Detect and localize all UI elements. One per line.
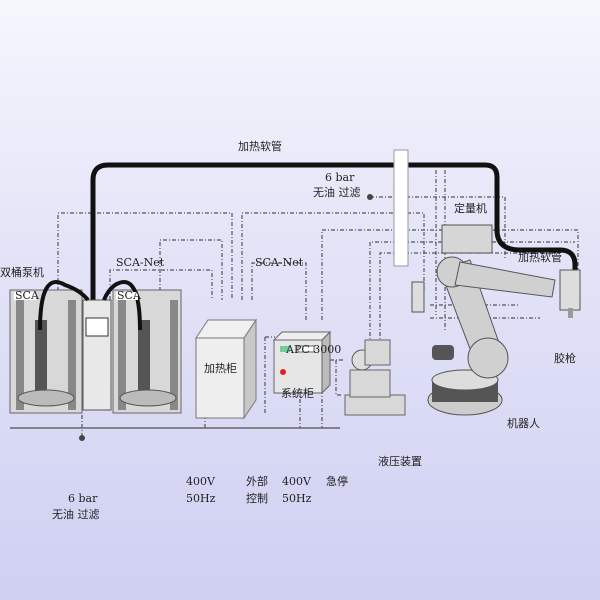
air-filter-icon [367,194,373,200]
label-heating-cabinet: 加热柜 [204,362,237,375]
label-air-top-pressure: 6 bar [325,171,355,184]
doser-unit [441,224,493,254]
pump-logo-right: SCA [117,289,142,302]
robot [411,224,581,416]
label-air-bottom-filter: 无油 过滤 [52,507,100,521]
pump-logo-left: SCA [15,289,40,302]
label-system-cabinet: 系统柜 [281,387,314,400]
label-ext-ctrl-1: 外部 [246,474,268,488]
emergency-stop-icon [280,369,286,375]
labels: 加热软管 6 bar 无油 过滤 定量机 加热软管 胶枪 机器人 液压装置 SC… [0,139,576,521]
label-scanet-right: SCA-Net [255,256,304,269]
label-gun: 胶枪 [554,351,576,365]
label-ext-ctrl-2: 控制 [246,491,268,505]
label-power1-hz: 50Hz [186,492,216,505]
label-pump: 双桶泵机 [0,265,44,279]
label-robot: 机器人 [507,416,540,430]
hydraulic-unit [344,339,406,416]
label-power2-v: 400V [282,475,312,488]
label-doser: 定量机 [454,201,487,215]
label-air-bottom-pressure: 6 bar [68,492,98,505]
label-power1-v: 400V [186,475,216,488]
dual-drum-pump: SCA SCA [9,280,182,414]
air-filter-icon [79,435,85,441]
label-apc: APC 3000 [285,343,341,356]
heating-cabinet [195,318,257,420]
label-hose-top: 加热软管 [238,139,282,153]
label-estop: 急停 [326,474,348,488]
label-power2-hz: 50Hz [282,492,312,505]
label-scanet-left: SCA-Net [116,256,165,269]
label-hydraulic: 液压装置 [378,454,422,468]
system-cabinet [272,330,332,395]
label-hose-right: 加热软管 [518,250,562,264]
hose-support-bar [393,149,409,267]
glue-gun [559,269,581,311]
heated-hose [90,162,578,300]
label-air-top-filter: 无油 过滤 [313,185,361,199]
